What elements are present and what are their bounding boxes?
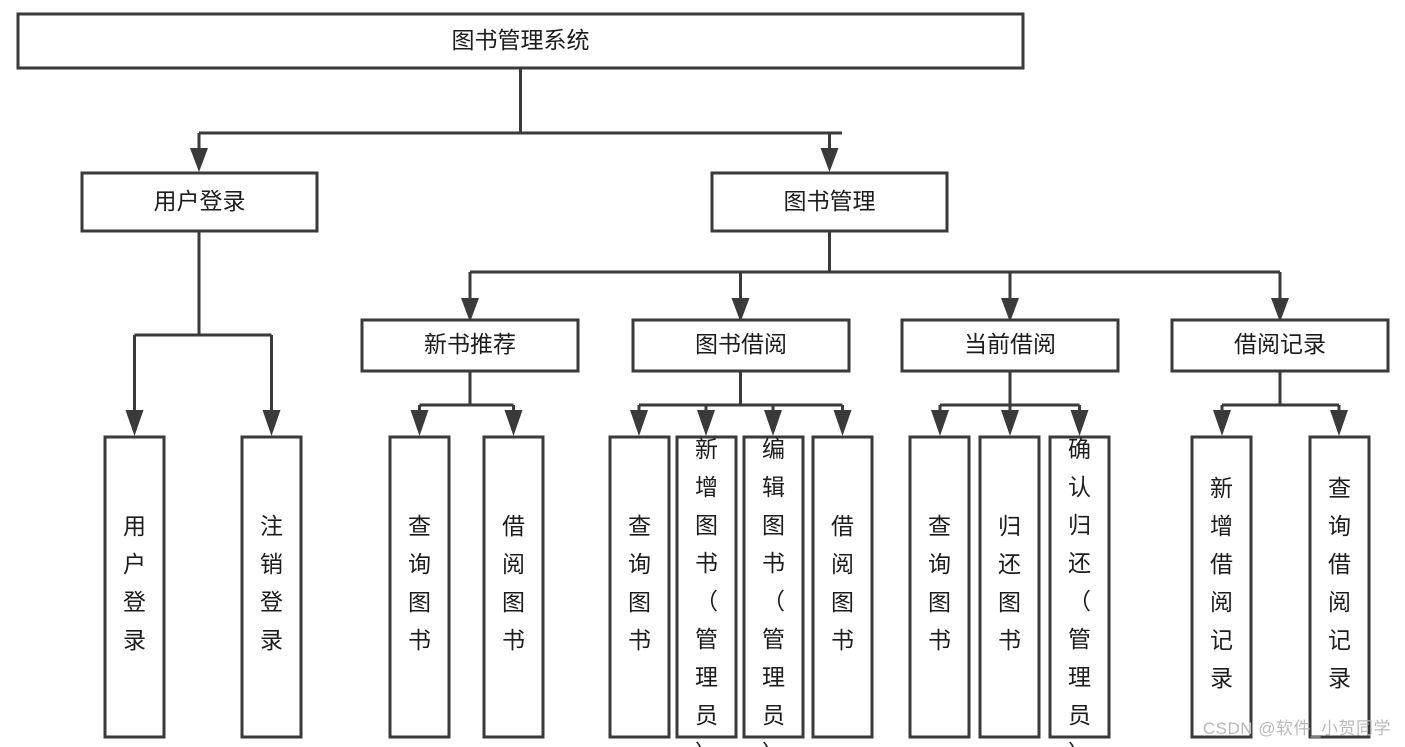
leaf-node-box-11[interactable] (1048, 435, 1111, 739)
node-current-borrow-box[interactable] (900, 318, 1120, 373)
leaf-node-4[interactable]: 借阅图书 (482, 435, 545, 739)
node-new-book-recommend-label: 新书推荐 (424, 331, 516, 357)
leaf-node-8[interactable]: 借阅图书 (811, 435, 874, 739)
leaf-node-6[interactable]: 新增图书（管理员） (675, 435, 738, 747)
leaf-node-label-7: 编辑图书（管理员） (762, 436, 785, 747)
leaf-node-label-12: 新增借阅记录 (1210, 475, 1233, 691)
node-new-book-recommend[interactable]: 新书推荐 (360, 318, 580, 373)
arrow-to-current-borrow (1001, 298, 1019, 322)
node-book-borrow[interactable]: 图书借阅 (631, 318, 851, 373)
arrow-leaf-query-record (1330, 410, 1348, 436)
arrow-leaf-add-book (697, 410, 715, 436)
csdn-watermark: CSDN @软件_小贺同学 (1202, 719, 1391, 738)
node-borrow-record-label: 借阅记录 (1234, 331, 1326, 357)
node-user-login-label: 用户登录 (154, 188, 246, 214)
leaf-node-7[interactable]: 编辑图书（管理员） (742, 435, 805, 747)
leaf-node-box-5[interactable] (608, 435, 671, 739)
leaf-node-box-12[interactable] (1190, 435, 1253, 739)
node-book-management[interactable]: 图书管理 (710, 171, 949, 233)
leaf-node-box-1[interactable] (103, 435, 166, 739)
leaf-node-box-6[interactable] (675, 435, 738, 739)
leaf-node-box-8[interactable] (811, 435, 874, 739)
leaf-node-box-10[interactable] (978, 435, 1041, 739)
connector-group (125, 68, 1348, 436)
leaf-node-label-1: 用户登录 (123, 513, 146, 653)
arrow-leaf-query-book-3 (931, 410, 949, 436)
arrow-to-borrow-record (1271, 298, 1289, 322)
arrow-to-new-book-rec (461, 298, 479, 322)
arrow-to-book-borrow (731, 298, 750, 322)
arrow-leaf-borrow-book-1 (504, 410, 523, 436)
leaf-node-box-3[interactable] (388, 435, 451, 739)
node-borrow-record-box[interactable] (1170, 318, 1390, 373)
node-new-book-recommend-box[interactable] (360, 318, 580, 373)
leaf-node-label-10: 归还图书 (998, 513, 1021, 653)
arrow-leaf-add-record (1213, 410, 1231, 436)
arrow-leaf-borrow-book-2 (833, 410, 852, 436)
leaf-node-12[interactable]: 新增借阅记录 (1190, 435, 1253, 739)
leaf-node-label-8: 借阅图书 (831, 513, 854, 653)
leaf-node-box-13[interactable] (1308, 435, 1371, 739)
leaf-node-label-9: 查询图书 (928, 513, 951, 653)
arrow-leaf-query-book-2 (630, 410, 648, 436)
leaf-node-3[interactable]: 查询图书 (388, 435, 451, 739)
node-root-system[interactable]: 图书管理系统 (16, 12, 1025, 70)
leaf-node-1[interactable]: 用户登录 (103, 435, 166, 739)
leaf-node-5[interactable]: 查询图书 (608, 435, 671, 739)
node-book-borrow-label: 图书借阅 (695, 331, 787, 357)
arrow-leaf-query-book-1 (410, 410, 429, 436)
node-borrow-record[interactable]: 借阅记录 (1170, 318, 1390, 373)
leaf-node-label-3: 查询图书 (408, 513, 431, 653)
node-user-login-box[interactable] (80, 171, 319, 233)
leaf-node-group: 用户登录 注销登录 查询图书 借阅图书 查询图书 新增图书（管理员） 编辑图书（管理员） 借阅… (103, 435, 1371, 747)
node-book-management-label: 图书管理 (784, 188, 876, 214)
leaf-node-label-2: 注销登录 (260, 513, 283, 653)
arrow-leaf-return-book (1001, 410, 1019, 436)
leaf-node-2[interactable]: 注销登录 (240, 435, 303, 739)
leaf-node-box-9[interactable] (908, 435, 971, 739)
leaf-node-label-11: 确认归还（管理员） (1068, 436, 1091, 747)
arrow-leaf-edit-book (764, 410, 782, 436)
arrow-to-user-login (190, 148, 208, 172)
leaf-node-9[interactable]: 查询图书 (908, 435, 971, 739)
node-root-box[interactable] (16, 12, 1025, 70)
arrow-to-book-management (820, 148, 839, 172)
node-root-label: 图书管理系统 (452, 27, 590, 53)
node-current-borrow-label: 当前借阅 (964, 331, 1056, 357)
leaf-node-label-4: 借阅图书 (502, 513, 525, 653)
arrow-leaf-user-login (125, 410, 144, 436)
leaf-node-label-13: 查询借阅记录 (1328, 475, 1351, 691)
arrow-leaf-logout (262, 410, 281, 436)
node-current-borrow[interactable]: 当前借阅 (900, 318, 1120, 373)
leaf-node-10[interactable]: 归还图书 (978, 435, 1041, 739)
node-user-login[interactable]: 用户登录 (80, 171, 319, 233)
leaf-node-label-5: 查询图书 (628, 513, 651, 653)
leaf-node-box-4[interactable] (482, 435, 545, 739)
arrow-leaf-confirm-return (1070, 410, 1089, 436)
node-book-borrow-box[interactable] (631, 318, 851, 373)
leaf-node-13[interactable]: 查询借阅记录 (1308, 435, 1371, 739)
leaf-node-box-7[interactable] (742, 435, 805, 739)
leaf-node-11[interactable]: 确认归还（管理员） (1048, 435, 1111, 747)
leaf-node-box-2[interactable] (240, 435, 303, 739)
node-book-management-box[interactable] (710, 171, 949, 233)
leaf-node-label-6: 新增图书（管理员） (695, 436, 718, 747)
